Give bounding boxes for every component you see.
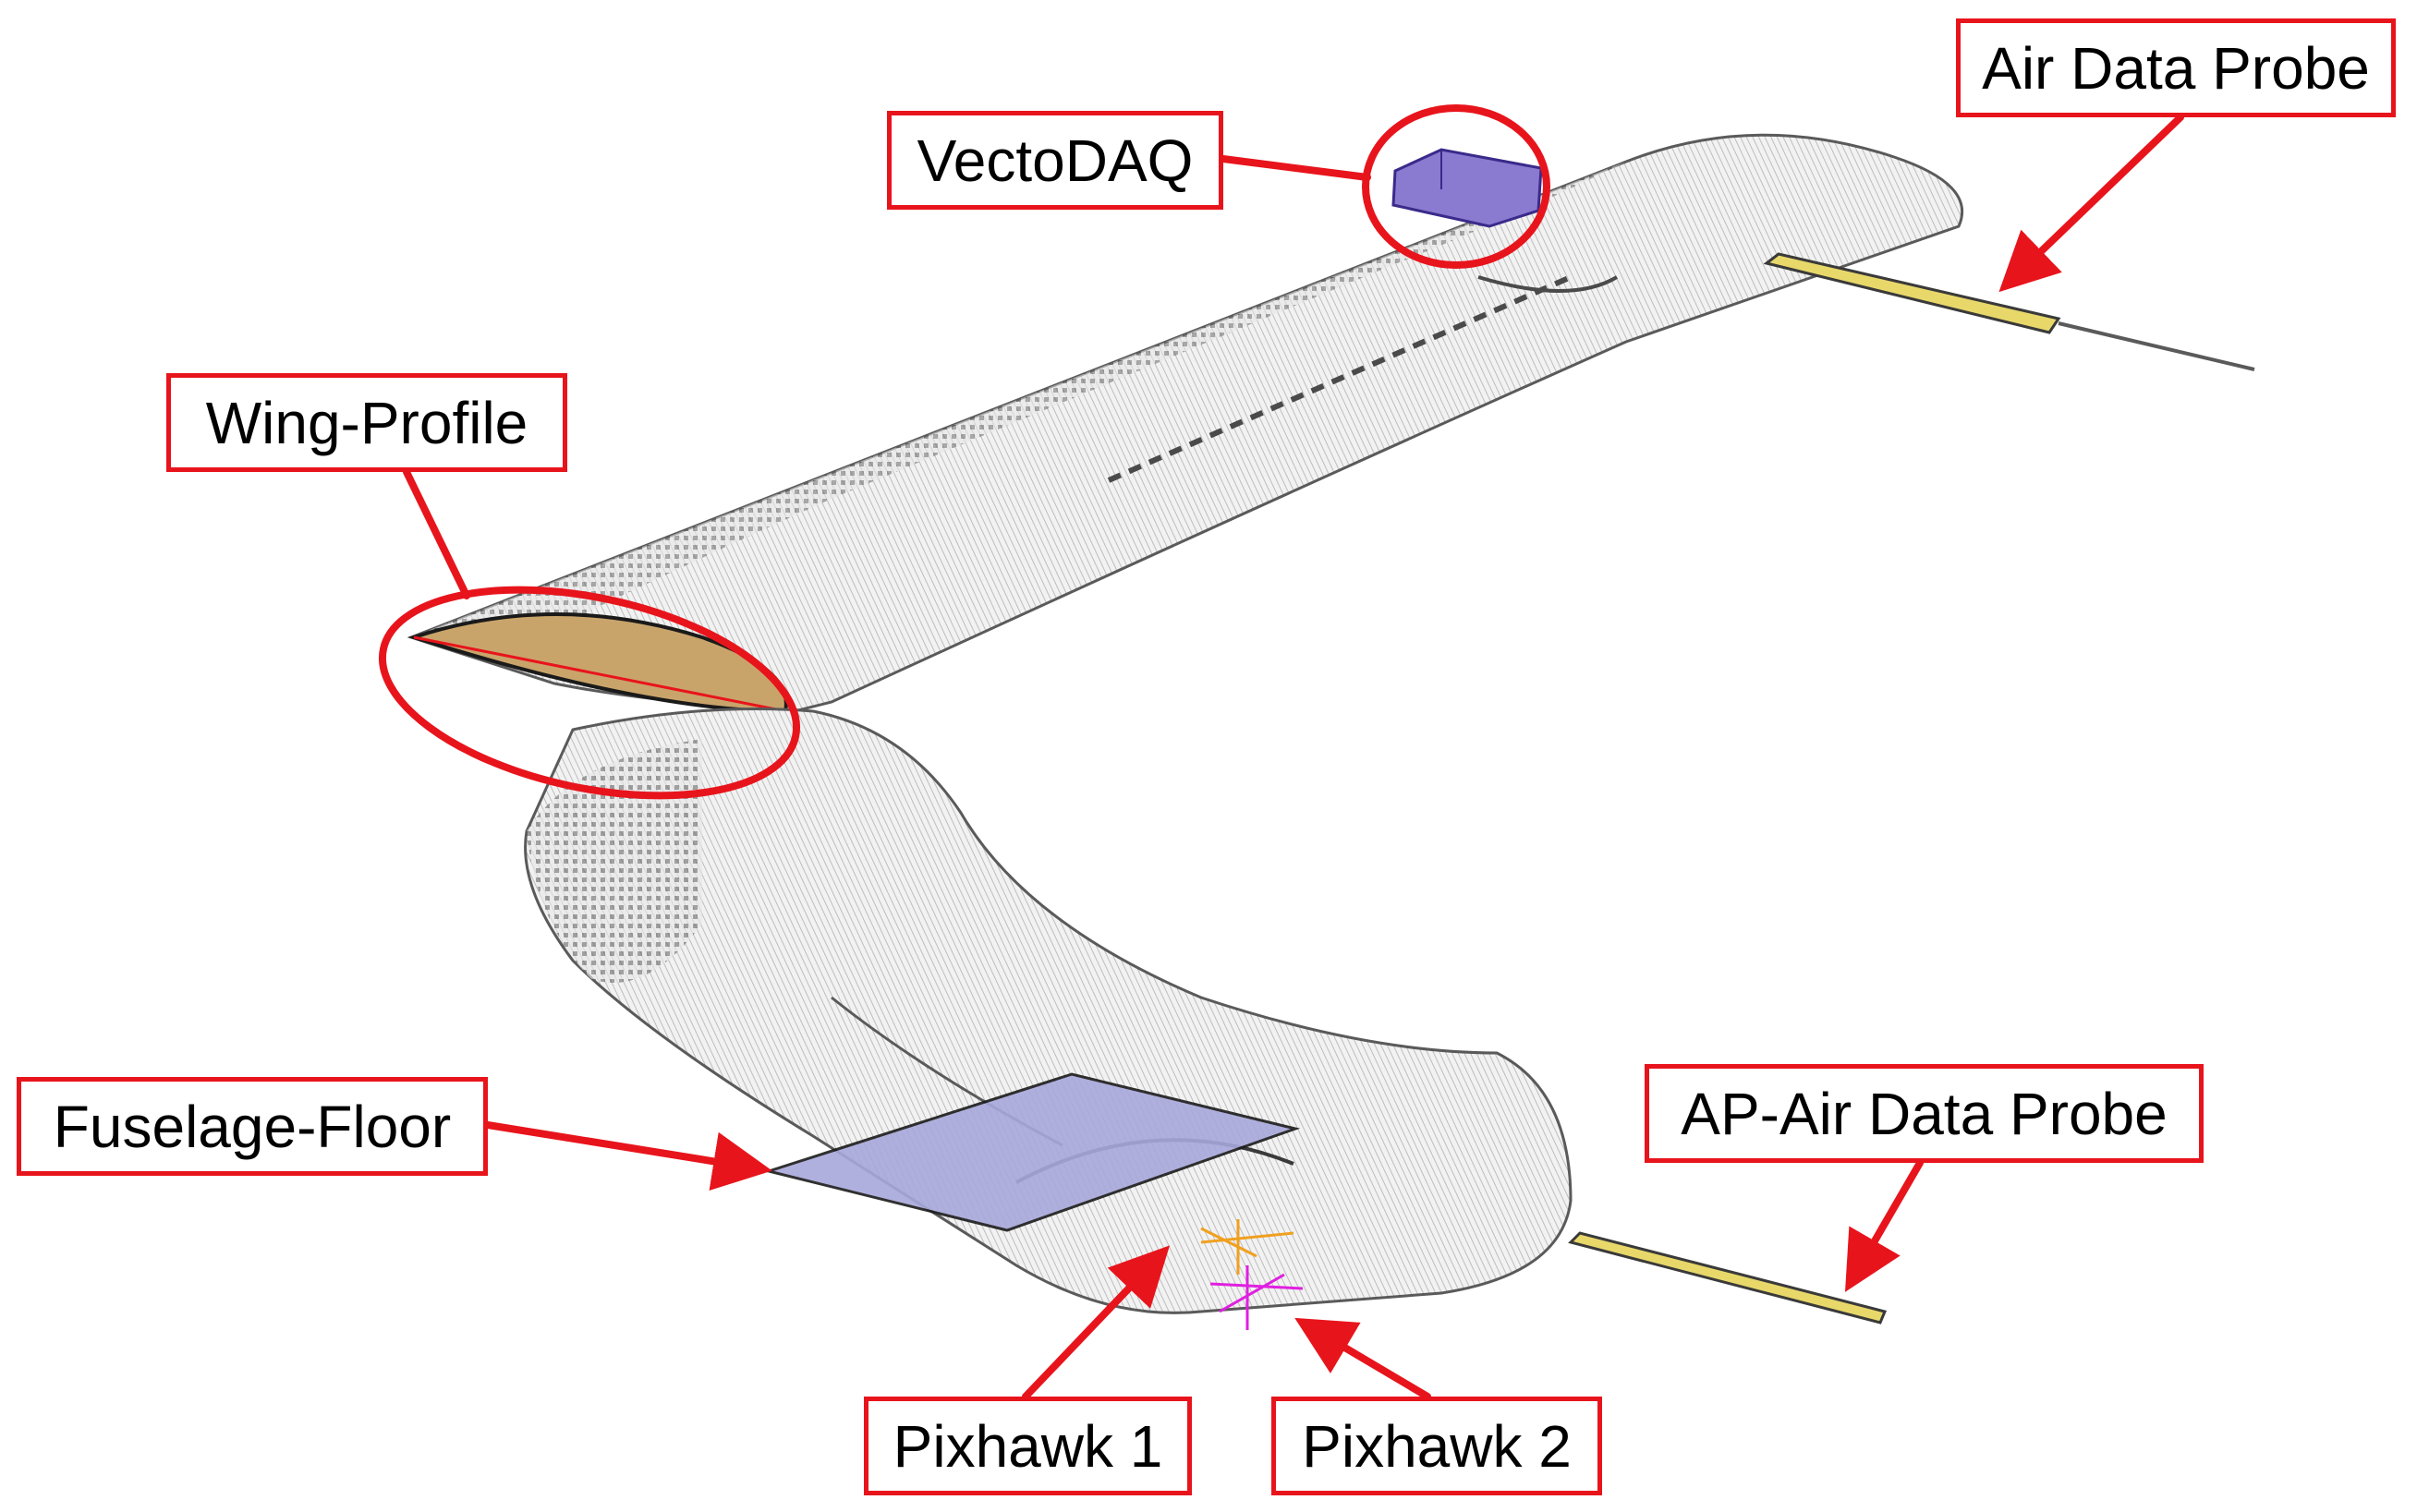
wing-profile-highlight-circle [378,586,801,800]
air-data-probe-shape [1763,252,2255,371]
air-data-probe-label: Air Data Probe [1956,18,2396,117]
pixhawk-2-arrow [1294,1317,1431,1400]
pixhawk-2-label: Pixhawk 2 [1271,1397,1602,1495]
fuselage [524,708,1573,1314]
vectodaq-highlight-circle [1362,104,1550,269]
ap-air-data-probe-label: AP-Air Data Probe [1645,1064,2204,1163]
ap-air-data-probe-shape [1568,1231,1888,1325]
pixhawk-1-arrow [1022,1245,1171,1400]
fuselage-floor-label: Fuselage-Floor [17,1077,488,1176]
wing-profile-leader-line [403,468,470,599]
vectodaq-leader-line [1220,155,1371,181]
pixhawk-1-label: Pixhawk 1 [864,1397,1192,1495]
ap-air-data-probe-arrow [1844,1159,1924,1292]
vectodaq-box [1391,148,1543,228]
fuselage-floor-plate [763,1072,1301,1232]
wing-profile-label: Wing-Profile [166,373,567,472]
air-data-probe-arrow [1998,114,2184,293]
pixhawk-axes [1200,1219,1304,1330]
fuselage-floor-arrow [484,1121,772,1191]
vectodaq-label: VectoDAQ [887,111,1223,210]
